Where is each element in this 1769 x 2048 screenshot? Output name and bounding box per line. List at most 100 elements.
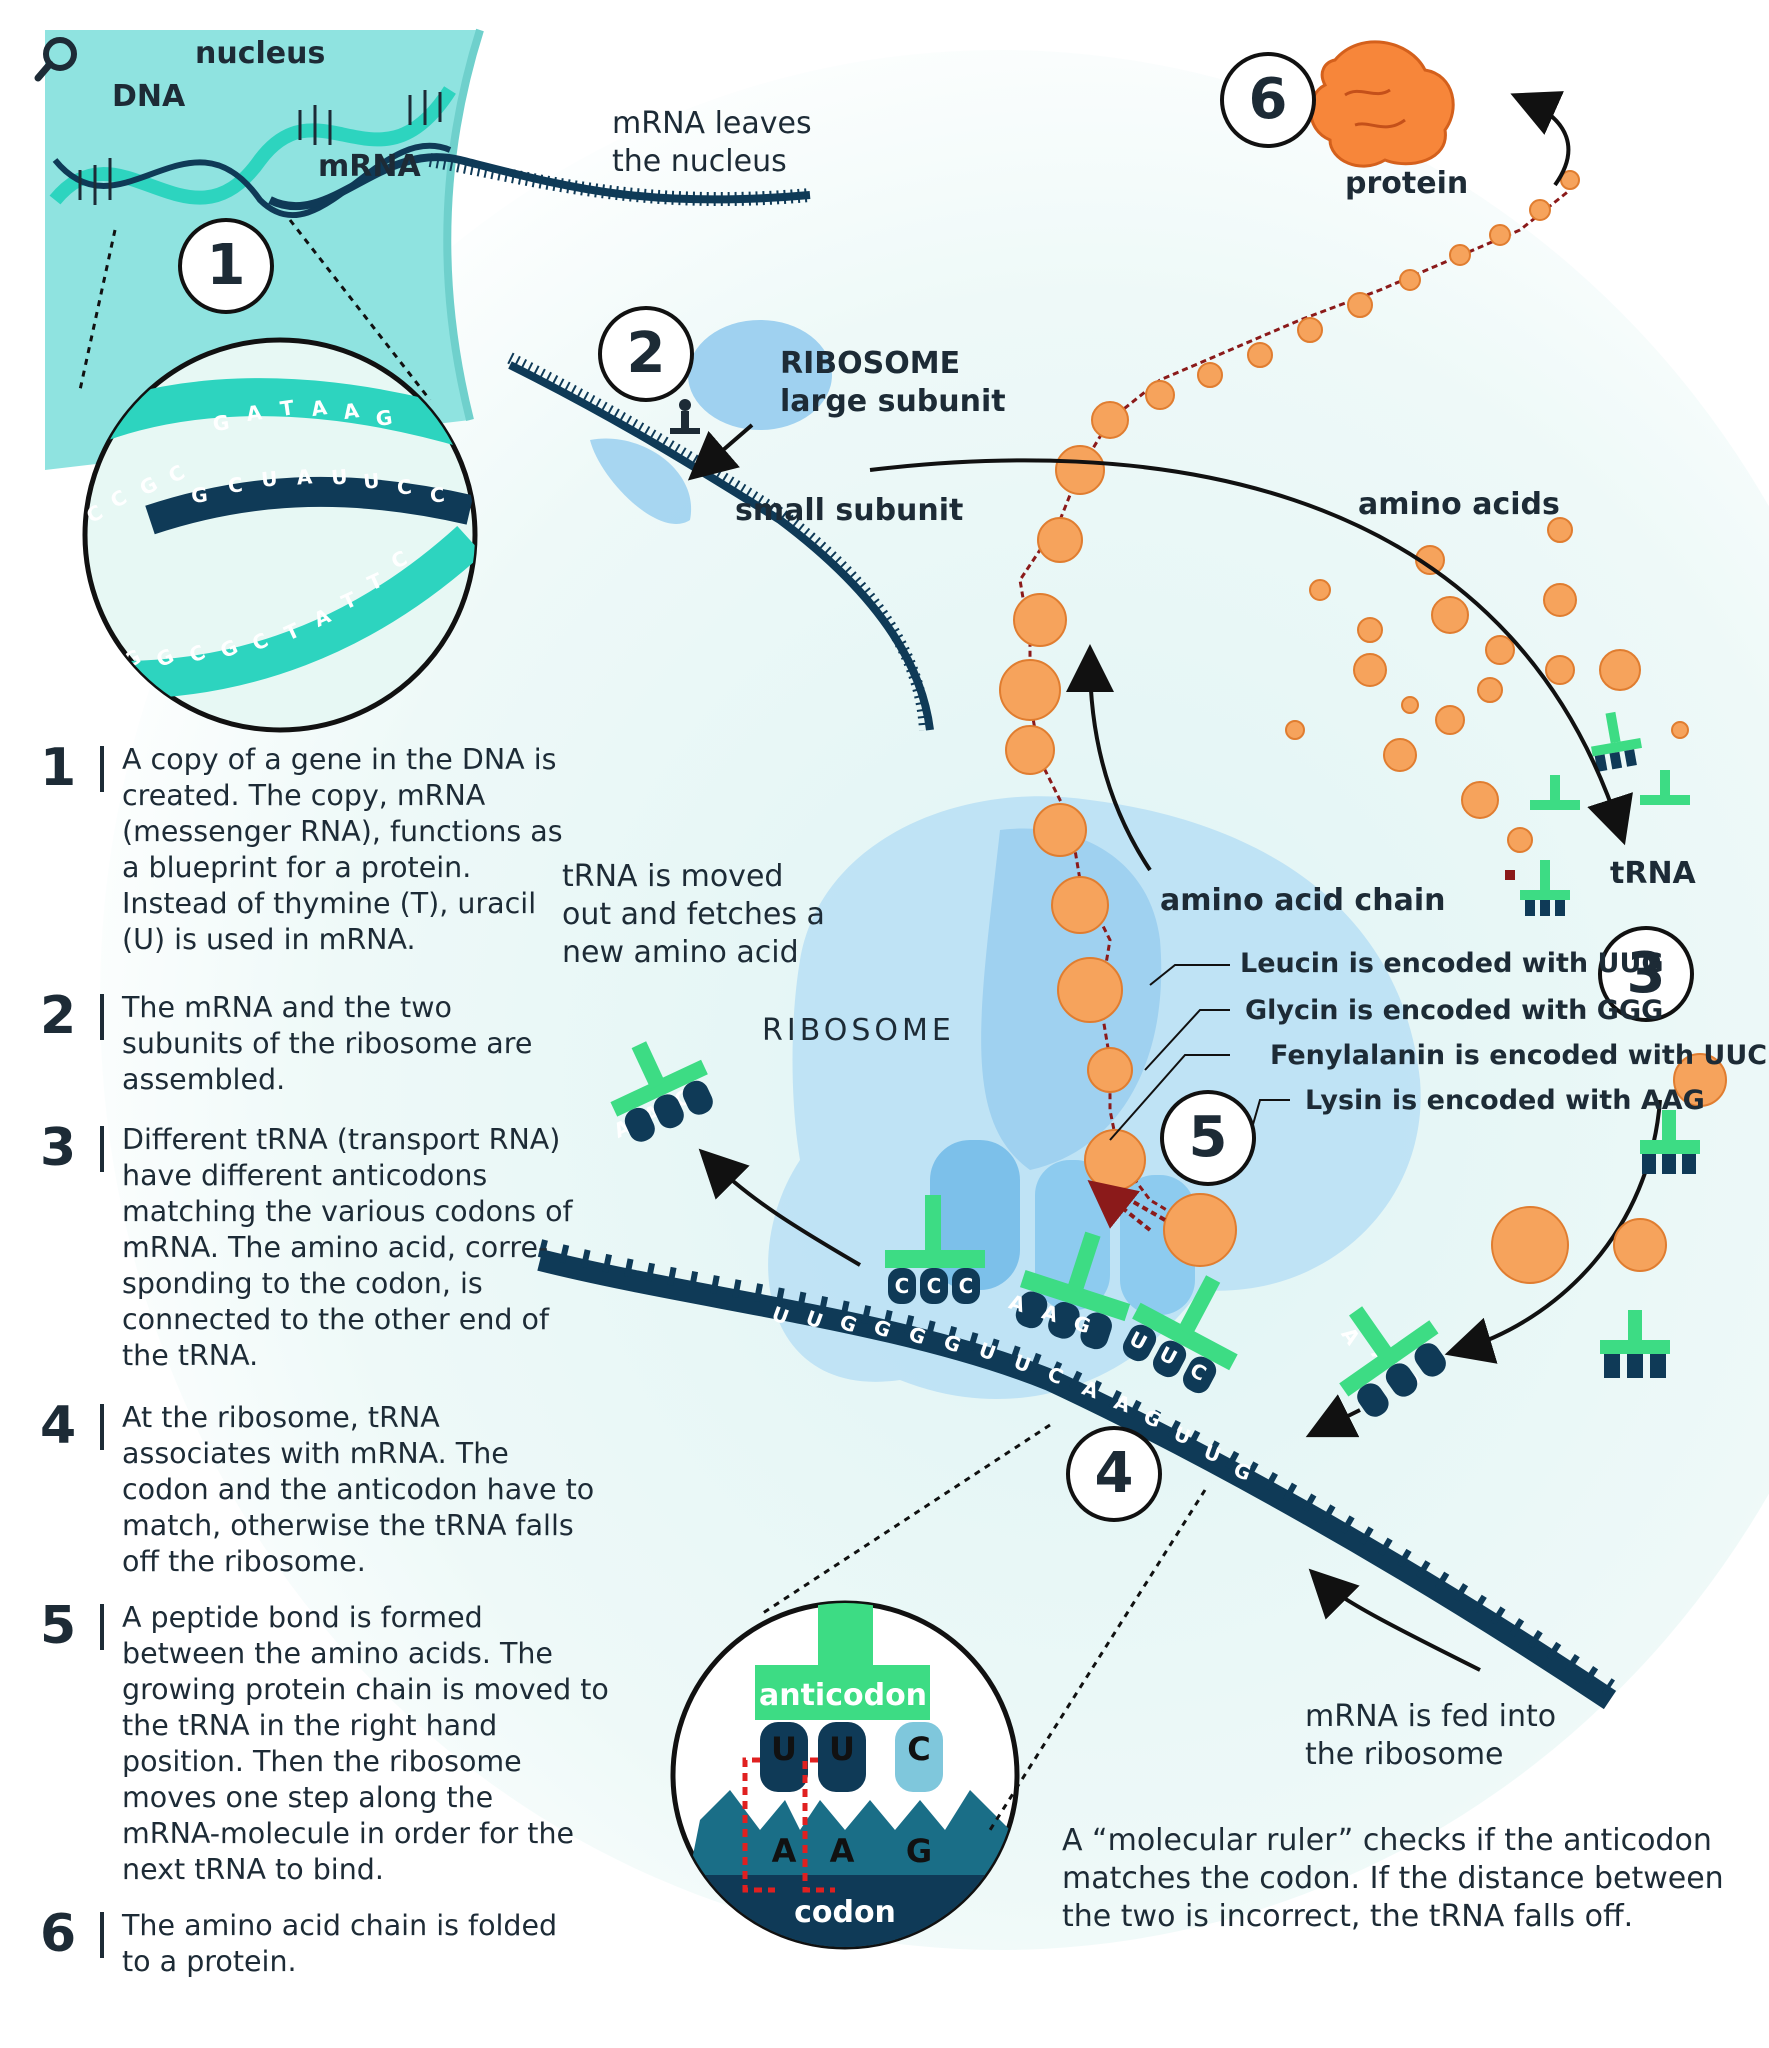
amino-acid-bead	[1529, 199, 1551, 221]
trna-leaving-left	[610, 1041, 713, 1142]
mrna-letter: G	[1231, 1457, 1255, 1485]
mrna-letter: G	[906, 1321, 930, 1349]
step-number: 6	[40, 1904, 77, 1964]
callout-lysin: Lysin is encoded with AAG	[1305, 1085, 1705, 1116]
callout-leucin: Leucin is encoded with UUG	[1240, 948, 1664, 979]
codon-letter: A	[830, 1832, 855, 1870]
trna-aag	[1015, 1231, 1131, 1350]
step-marker-4: 4	[1066, 1426, 1162, 1522]
mrna-letter: U	[1171, 1421, 1194, 1449]
amino-acid-bead	[1087, 1047, 1133, 1093]
anticodon-letter: U	[829, 1730, 855, 1768]
mrna-letter: U	[260, 466, 278, 491]
amino-acid-bead	[1057, 957, 1123, 1023]
amino-acid-bead	[1163, 1193, 1237, 1267]
step-marker-2: 2	[598, 306, 694, 402]
amino-acid-bead	[1347, 292, 1373, 318]
step-3: 3 Different tRNA (transport RNA)have dif…	[40, 1122, 592, 1374]
protein-blob	[1309, 40, 1455, 168]
trna-label: tRNA	[1610, 856, 1696, 891]
dna-letter: A	[245, 400, 264, 426]
amino-acid-bead	[1091, 401, 1129, 439]
amino-acid-bead	[1145, 380, 1175, 410]
amino-acid-bead	[1489, 224, 1511, 246]
anticodon-letter: U	[771, 1730, 797, 1768]
trna-uuc	[1122, 1275, 1238, 1394]
free-trna-group	[1505, 711, 1700, 1378]
step-number: 5	[40, 1596, 77, 1656]
trna-arriving-right	[1339, 1306, 1446, 1417]
amino-acid-bead	[1399, 269, 1421, 291]
mrna-letter: U	[330, 464, 348, 489]
mrna-letter: G	[941, 1329, 965, 1357]
mrna-letter: U	[1011, 1349, 1034, 1377]
amino-acid-bead	[1084, 1129, 1146, 1191]
mrna-letter: G	[871, 1314, 895, 1342]
small-subunit-label: small subunit	[735, 493, 964, 528]
mrna-letter: U	[362, 468, 380, 493]
mrna-letter: U	[769, 1301, 792, 1329]
step-number: 2	[40, 986, 77, 1046]
anticodon-label: anticodon	[758, 1678, 928, 1713]
amino-acids-label: amino acids	[1358, 487, 1560, 522]
mrna-letter: G	[190, 482, 208, 507]
small-subunit-shape	[590, 438, 692, 524]
step-text: Different tRNA (transport RNA)have diffe…	[122, 1123, 573, 1372]
amino-acid-bead	[1013, 593, 1067, 647]
amino-acid-bead	[999, 659, 1061, 721]
amino-acid-bead	[1037, 517, 1083, 563]
mrna-letter: U	[803, 1305, 826, 1333]
trna-letter: C	[895, 1274, 910, 1298]
step-marker-1: 1	[178, 218, 274, 314]
amino-acid-chain-label: amino acid chain	[1160, 883, 1446, 918]
dna-letter: A	[342, 398, 361, 424]
callout-glycin: Glycin is encoded with GGG	[1245, 995, 1664, 1026]
trna-letter: C	[959, 1274, 974, 1298]
codon-letter: G	[906, 1832, 932, 1870]
dna-letter: T	[279, 395, 296, 421]
step-number: 3	[40, 1118, 77, 1178]
mrna-strand-2	[507, 352, 934, 731]
step-number: 4	[40, 1396, 77, 1456]
protein-label: protein	[1345, 166, 1469, 201]
mrna-letter: C	[429, 482, 446, 507]
anticodon-letter: C	[907, 1730, 930, 1768]
trna-letter: G	[1071, 1310, 1094, 1338]
codon-label: codon	[794, 1895, 896, 1930]
step-number: 1	[40, 738, 77, 798]
step-marker-5: 5	[1160, 1090, 1256, 1186]
search-button[interactable]	[30, 30, 86, 86]
mrna-label: mRNA	[318, 149, 421, 184]
mrna-letter: G	[837, 1309, 861, 1337]
mrna-letter: U	[1201, 1439, 1224, 1467]
dna-letter: G	[374, 405, 394, 431]
step-marker-6: 6	[1220, 52, 1316, 148]
step-marker-3: 3	[1598, 926, 1694, 1022]
amino-acid-bead	[1033, 803, 1087, 857]
search-icon	[34, 37, 77, 82]
amino-acid-beads	[999, 170, 1580, 1267]
dna-label: DNA	[112, 79, 186, 114]
free-amino-acids	[1285, 517, 1727, 1284]
dna-helix	[49, 86, 456, 219]
callout-fenylalanin: Fenylalanin is encoded with UUC	[1270, 1040, 1768, 1071]
amino-acid-bead	[1247, 342, 1273, 368]
trna-mini-icon	[670, 399, 700, 434]
mrna-letter: A	[296, 464, 314, 489]
amino-acid-bead	[1055, 445, 1105, 495]
mrna-ribosome	[537, 1239, 1617, 1710]
